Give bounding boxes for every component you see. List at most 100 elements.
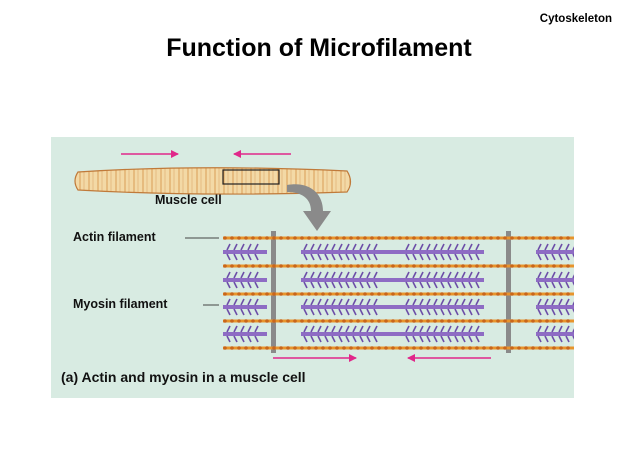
actin-bead [412,292,416,296]
actin-bead [440,346,444,350]
myosin-head [572,253,574,258]
actin-bead [468,319,472,323]
actin-bead [272,292,276,296]
myosin-head [447,308,452,316]
myosin-head [345,308,350,316]
myosin-head [447,243,452,251]
myosin-head [303,271,308,279]
myosin-head [544,308,549,316]
actin-bead [531,292,535,296]
actin-bead [384,292,388,296]
actin-bead [489,319,493,323]
actin-bead [538,264,542,268]
myosin-head [254,335,259,343]
myosin-head [345,298,350,306]
actin-bead [293,264,297,268]
actin-bead [419,236,423,240]
actin-bead [545,236,549,240]
myosin-head [426,271,431,279]
actin-bead [412,319,416,323]
myosin-head [226,308,231,316]
actin-bead [279,292,283,296]
myosin-head [324,325,329,333]
actin-bead [447,319,451,323]
actin-bead [293,236,297,240]
actin-bead [447,236,451,240]
actin-bead [342,319,346,323]
actin-bead [503,292,507,296]
actin-bead [461,319,465,323]
myosin-head [461,253,466,261]
myosin-head [233,298,238,306]
actin-bead [391,236,395,240]
actin-bead [258,264,262,268]
myosin-head [537,271,542,279]
actin-bead [384,346,388,350]
myosin-head [373,335,378,343]
actin-bead [419,292,423,296]
actin-bead [559,236,563,240]
myosin-head [572,308,574,313]
myosin-head [405,281,410,289]
myosin-head [310,281,315,289]
actin-bead [510,292,514,296]
myosin-head [565,281,570,289]
actin-bead [237,346,241,350]
actin-bead [384,264,388,268]
actin-bead [328,264,332,268]
myosin-head [412,281,417,289]
actin-bead [286,264,290,268]
actin-bead [531,319,535,323]
myosin-head [405,325,410,333]
actin-bead [475,346,479,350]
actin-bead [258,319,262,323]
myosin-head [366,271,371,279]
actin-bead [251,236,255,240]
actin-bead [328,319,332,323]
myosin-head [233,335,238,343]
myosin-head [331,298,336,306]
actin-bead [426,292,430,296]
myosin-head [352,271,357,279]
myosin-head [352,253,357,261]
myosin-head [419,271,424,279]
myosin-head [303,335,308,343]
myosin-head [544,243,549,251]
myosin-head [468,253,473,261]
myosin-head [565,253,570,261]
myosin-head [454,298,459,306]
actin-bead [510,319,514,323]
actin-bead [552,346,556,350]
myosin-head [352,308,357,316]
actin-bead [251,264,255,268]
actin-bead [405,319,409,323]
actin-bead [461,346,465,350]
actin-bead [538,292,542,296]
myosin-head [310,243,315,251]
myosin-head [558,253,563,261]
topic-label: Cytoskeleton [539,13,612,25]
actin-bead [223,319,227,323]
actin-bead [461,236,465,240]
myosin-head [331,243,336,251]
z-line [271,231,276,353]
actin-bead [412,236,416,240]
myosin-head [373,298,378,306]
actin-bead [258,346,262,350]
myosin-head [317,335,322,343]
actin-bead [461,264,465,268]
actin-bead [356,236,360,240]
actin-bead [251,319,255,323]
myosin-head [331,253,336,261]
myosin-head [240,253,245,261]
actin-bead [503,264,507,268]
sarcomere-array [223,231,574,353]
actin-filament-label: Actin filament [73,230,156,244]
actin-bead [496,319,500,323]
actin-bead [419,264,423,268]
myosin-head [373,243,378,251]
diagram-graphic [74,150,574,362]
actin-bead [496,264,500,268]
myosin-head [352,335,357,343]
myosin-head [345,253,350,261]
